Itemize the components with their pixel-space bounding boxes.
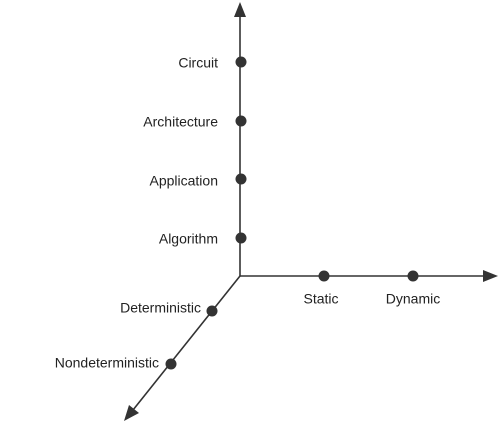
vertical-point-application (235, 173, 247, 185)
vertical-point-architecture (235, 115, 247, 127)
horizontal-label-static: Static (303, 291, 338, 307)
vertical-point-algorithm (235, 232, 247, 244)
diagonal-label-nondeterministic: Nondeterministic (55, 355, 159, 371)
horizontal-axis-arrowhead (483, 270, 498, 282)
diagonal-axis: Deterministic Nondeterministic (55, 275, 241, 421)
horizontal-label-dynamic: Dynamic (386, 291, 440, 307)
vertical-point-circuit (235, 56, 247, 68)
diagonal-axis-line (132, 275, 241, 411)
diagonal-point-deterministic (206, 305, 218, 317)
diagonal-label-deterministic: Deterministic (120, 300, 201, 316)
vertical-label-architecture: Architecture (143, 114, 218, 130)
vertical-label-algorithm: Algorithm (159, 231, 218, 247)
diagonal-point-nondeterministic (165, 358, 177, 370)
vertical-axis: Circuit Architecture Application Algorit… (143, 2, 247, 276)
horizontal-point-static (318, 270, 330, 282)
horizontal-axis: Static Dynamic (240, 270, 498, 307)
vertical-label-circuit: Circuit (178, 55, 218, 71)
vertical-label-application: Application (150, 173, 219, 189)
horizontal-point-dynamic (407, 270, 419, 282)
vertical-axis-arrowhead (234, 2, 246, 17)
diagonal-axis-arrowhead (124, 405, 139, 421)
